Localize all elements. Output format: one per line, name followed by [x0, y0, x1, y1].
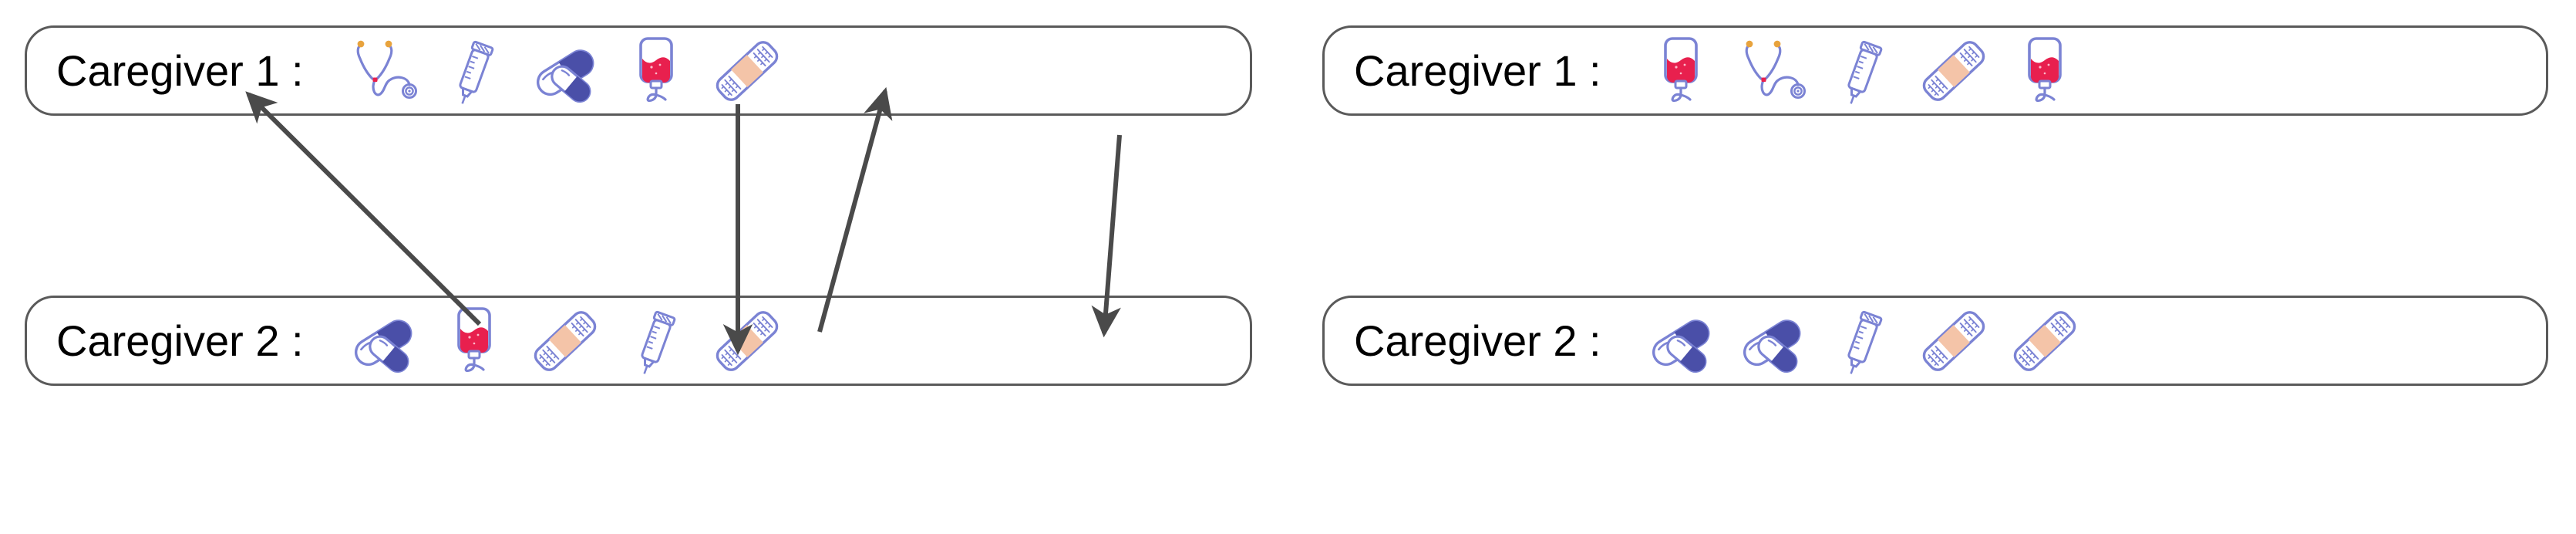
items-row: [1635, 29, 2090, 113]
bandage-icon[interactable]: [520, 299, 611, 383]
stethoscope-icon[interactable]: [1726, 29, 1817, 113]
items-row: [338, 299, 793, 383]
iv-bag-icon[interactable]: [1635, 29, 1726, 113]
iv-bag-icon[interactable]: [611, 29, 702, 113]
items-row: [1635, 299, 2090, 383]
syringe-icon[interactable]: [1817, 299, 1908, 383]
bandage-icon[interactable]: [702, 299, 793, 383]
pill-icon[interactable]: [520, 29, 611, 113]
caregiver-row-right-2[interactable]: Caregiver 2 :: [1322, 296, 2548, 386]
bandage-icon[interactable]: [1908, 29, 1999, 113]
bandage-icon[interactable]: [1999, 299, 2090, 383]
syringe-icon[interactable]: [1817, 29, 1908, 113]
caregiver-row-left-1[interactable]: Caregiver 1 :: [25, 25, 1252, 116]
pill-icon[interactable]: [1726, 299, 1817, 383]
pill-icon[interactable]: [1635, 299, 1726, 383]
caregiver-row-right-1[interactable]: Caregiver 1 :: [1322, 25, 2548, 116]
caregiver-row-left-2[interactable]: Caregiver 2 :: [25, 296, 1252, 386]
swap-arrow: [245, 91, 482, 326]
caregiver-label: Caregiver 1 :: [56, 46, 304, 95]
panel-right: Caregiver 1 :: [1311, 0, 2576, 534]
bandage-icon[interactable]: [1908, 299, 1999, 383]
caregiver-label: Caregiver 2 :: [56, 316, 304, 365]
syringe-icon[interactable]: [429, 29, 520, 113]
caregiver-label: Caregiver 2 :: [1354, 316, 1601, 365]
items-row: [338, 29, 793, 113]
iv-bag-icon[interactable]: [1999, 29, 2090, 113]
bandage-icon[interactable]: [702, 29, 793, 113]
pill-icon[interactable]: [338, 299, 429, 383]
iv-bag-icon[interactable]: [429, 299, 520, 383]
caregiver-label: Caregiver 1 :: [1354, 46, 1601, 95]
syringe-icon[interactable]: [611, 299, 702, 383]
panel-left: Caregiver 1 :: [25, 25, 1252, 386]
stethoscope-icon[interactable]: [338, 29, 429, 113]
